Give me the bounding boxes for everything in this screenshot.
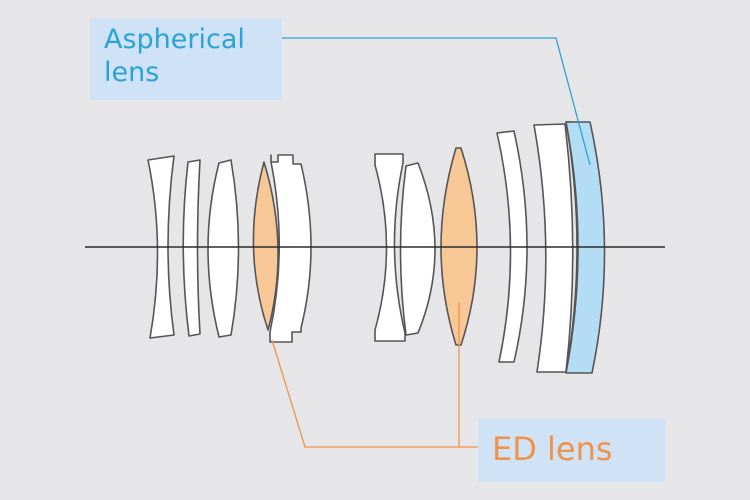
aspherical-lens-label-line2: lens xyxy=(104,56,160,88)
lens-element-3 xyxy=(207,159,240,338)
aspherical-lens-label-line1: Aspherical xyxy=(104,24,245,55)
ed-lens-element-1 xyxy=(252,161,279,331)
lens-element-4 xyxy=(269,154,312,343)
lens-element-7 xyxy=(399,162,436,336)
lens-element-2 xyxy=(182,159,201,337)
aspherical-leader-line xyxy=(282,37,591,166)
aspherical-lens-label: Aspherical lens xyxy=(104,24,245,90)
lens-element-10 xyxy=(533,123,574,373)
ed-lens-label: ED lens xyxy=(492,430,613,468)
aspherical-lens-callout: Aspherical lens xyxy=(90,18,282,100)
ed-lens-callout: ED lens xyxy=(478,418,665,482)
ed-leader-line-1 xyxy=(271,339,478,448)
